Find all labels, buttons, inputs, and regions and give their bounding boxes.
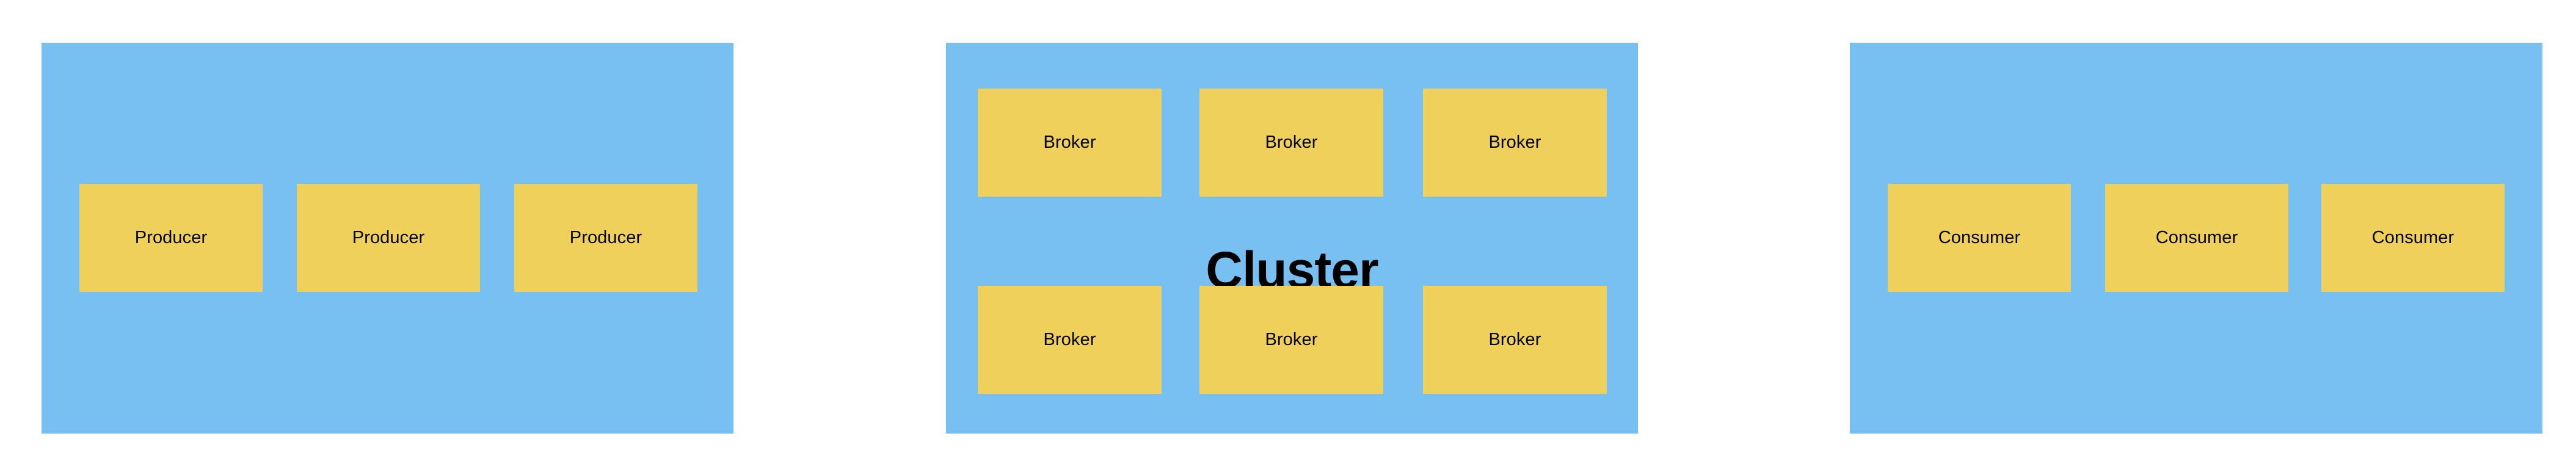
broker-node-6-label: Broker <box>1488 330 1541 349</box>
producer-node-1-label: Producer <box>134 228 208 247</box>
broker-node-1[interactable]: Broker <box>978 89 1162 197</box>
consumer-node-3-label: Consumer <box>2371 228 2454 247</box>
producer-node-3[interactable]: Producer <box>514 184 697 292</box>
broker-node-6[interactable]: Broker <box>1423 286 1607 394</box>
broker-node-5[interactable]: Broker <box>1199 286 1383 394</box>
producer-node-3-label: Producer <box>569 228 642 247</box>
broker-node-3-label: Broker <box>1488 133 1541 152</box>
broker-node-5-label: Broker <box>1265 330 1318 349</box>
consumer-node-2[interactable]: Consumer <box>2105 184 2288 292</box>
broker-node-1-label: Broker <box>1043 133 1096 152</box>
broker-node-4[interactable]: Broker <box>978 286 1162 394</box>
broker-node-4-label: Broker <box>1043 330 1096 349</box>
consumer-node-1-label: Consumer <box>1938 228 2021 247</box>
broker-node-3[interactable]: Broker <box>1423 89 1607 197</box>
broker-node-2[interactable]: Broker <box>1199 89 1383 197</box>
consumer-node-1[interactable]: Consumer <box>1888 184 2071 292</box>
producers-group-panel: Producer Producer Producer <box>42 43 733 434</box>
consumer-node-2-label: Consumer <box>2155 228 2238 247</box>
producer-node-1[interactable]: Producer <box>79 184 263 292</box>
consumer-node-3[interactable]: Consumer <box>2321 184 2505 292</box>
broker-node-2-label: Broker <box>1265 133 1318 152</box>
producer-node-2-label: Producer <box>352 228 425 247</box>
producer-node-2[interactable]: Producer <box>297 184 480 292</box>
cluster-group-panel: Broker Broker Broker Cluster Broker Brok… <box>946 43 1638 434</box>
consumers-group-panel: Consumer Consumer Consumer <box>1850 43 2542 434</box>
